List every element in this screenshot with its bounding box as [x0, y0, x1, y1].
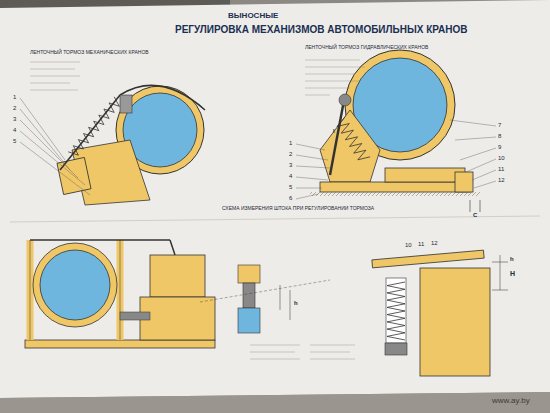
callout-number: 9 [498, 144, 501, 151]
callout-number: 12 [498, 177, 505, 184]
callout-number: 1 [13, 94, 16, 101]
shoe-brake [25, 240, 215, 348]
stem-measurement [200, 265, 330, 333]
callout-number: 2 [289, 151, 292, 158]
callout-number: 11 [418, 241, 424, 248]
dimension-letter: h [510, 256, 514, 263]
callout-number: 4 [13, 127, 16, 134]
dimension-letter: h [294, 300, 298, 307]
callout-number: 1 [289, 140, 292, 147]
callout-number: 10 [498, 155, 505, 162]
callout-number: 8 [498, 133, 501, 140]
poster-title: РЕГУЛИРОВКА МЕХАНИЗМОВ АВТОМОБИЛЬНЫХ КРА… [175, 24, 468, 35]
callout-number: 5 [289, 184, 292, 191]
section-heading: ЛЕНТОЧНЫЙ ТОРМОЗ ГИДРАВЛИЧЕСКИХ КРАНОВ [305, 45, 428, 51]
callout-number: 6 [289, 195, 292, 202]
section-heading: ЛЕНТОЧНЫЙ ТОРМОЗ МЕХАНИЧЕСКИХ КРАНОВ [30, 50, 149, 56]
callout-number: 7 [498, 122, 501, 129]
callout-number: 10 [405, 242, 412, 249]
callout-number: 3 [13, 116, 16, 123]
header-text: ВЫНОСНЫЕ [228, 12, 278, 21]
spring-coil [68, 97, 119, 155]
dimension-letter: H [510, 270, 515, 278]
callout-number: 2 [13, 105, 16, 112]
callout-number: 3 [289, 162, 292, 169]
poster-sheet [0, 0, 550, 398]
section-heading: СХЕМА ИЗМЕРЕНИЯ ШТОКА ПРИ РЕГУЛИРОВАНИИ … [222, 206, 374, 212]
spring-coil [337, 117, 370, 160]
callout-number: 4 [289, 173, 292, 180]
dimension-letter: С [473, 212, 477, 219]
spring-coil [387, 282, 405, 340]
hydraulic-band-brake [20, 50, 496, 212]
callout-number: 5 [13, 138, 16, 145]
dimension-letter: l [333, 128, 335, 135]
watermark: www.ay.by [492, 397, 530, 406]
pusher-spring [250, 250, 508, 376]
callout-number: 12 [431, 240, 438, 247]
callout-number: 11 [498, 166, 504, 173]
